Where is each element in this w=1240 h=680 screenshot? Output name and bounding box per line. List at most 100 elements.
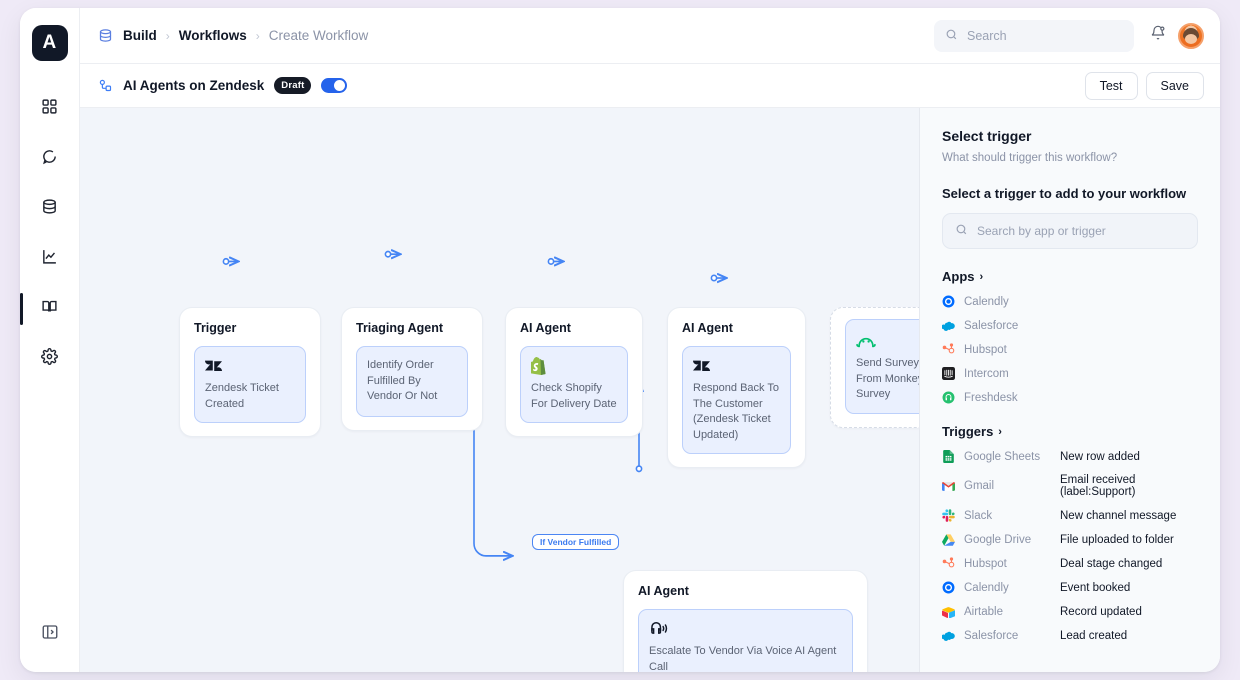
triggers-section-header[interactable]: Triggers › — [942, 424, 1198, 439]
node-chip-text: Identify Order Fulfilled By Vendor Or No… — [367, 359, 438, 402]
airtable-icon — [942, 605, 955, 618]
breadcrumb-separator: › — [255, 28, 260, 43]
trigger-description: New row added — [1060, 450, 1140, 463]
breadcrumb: Build › Workflows › Create Workflow — [123, 28, 368, 43]
node-chip-text: Escalate To Vendor Via Voice AI Agent Ca… — [649, 645, 837, 672]
panel-expand-button[interactable] — [32, 618, 68, 650]
notification-bell-icon — [1150, 25, 1166, 46]
app-name: Hubspot — [964, 343, 1007, 356]
trigger-app-name: Slack — [964, 509, 993, 522]
trigger-list-item-google-drive[interactable]: Google Drive File uploaded to folder — [942, 533, 1198, 546]
node-chip[interactable]: Identify Order Fulfilled By Vendor Or No… — [356, 346, 468, 417]
node-chip-text: Send Survey From Monkey Survey — [856, 357, 920, 400]
gmail-icon — [942, 480, 955, 493]
sidebar-item-analytics[interactable] — [32, 243, 68, 275]
test-button[interactable]: Test — [1084, 71, 1138, 100]
zendesk-icon — [693, 356, 780, 375]
trigger-search-input[interactable]: Search by app or trigger — [942, 213, 1198, 249]
google-drive-icon — [942, 533, 955, 546]
sidebar-item-database[interactable] — [32, 193, 68, 225]
salesforce-icon — [942, 319, 955, 332]
main-area: Build › Workflows › Create Workflow Sear… — [80, 8, 1220, 672]
zendesk-icon — [205, 356, 295, 375]
trigger-list-item-gmail[interactable]: Gmail Email received (label:Support) — [942, 474, 1198, 498]
sidebar-item-settings[interactable] — [32, 343, 68, 375]
apps-section-header[interactable]: Apps › — [942, 269, 1198, 284]
workflow-node-ai-agent-zendesk-respond[interactable]: AI Agent Respond Back To The Customer (Z… — [667, 307, 806, 468]
apps-label: Apps — [942, 269, 975, 284]
workflow-node-trigger[interactable]: Trigger Zendesk Ticket Created — [179, 307, 321, 437]
node-title: AI Agent — [638, 584, 689, 598]
node-chip-text: Respond Back To The Customer (Zendesk Ti… — [693, 382, 780, 441]
chevron-right-icon: › — [979, 270, 984, 283]
global-search-placeholder: Search — [967, 28, 1007, 43]
trigger-description: Deal stage changed — [1060, 557, 1163, 570]
trigger-app-name: Google Sheets — [964, 450, 1041, 463]
user-avatar[interactable] — [1178, 22, 1204, 49]
save-button[interactable]: Save — [1145, 71, 1204, 100]
node-chip-text: Zendesk Ticket Created — [205, 382, 279, 410]
sidebar-item-library[interactable] — [20, 293, 68, 325]
search-icon — [945, 28, 958, 44]
trigger-description: Email received (label:Support) — [1060, 474, 1136, 498]
workflow-node-send-survey[interactable]: Send Survey From Monkey Survey — [830, 307, 920, 428]
app-logo[interactable]: A — [31, 25, 68, 61]
app-list-item-calendly[interactable]: Calendly — [942, 295, 1198, 308]
google-sheets-icon — [942, 450, 955, 463]
analytics-icon — [41, 248, 58, 270]
workflow-node-ai-agent-voice-escalate[interactable]: AI Agent Escalate To Vendor Via Voice AI… — [623, 570, 868, 672]
global-search-input[interactable]: Search — [934, 19, 1134, 52]
left-nav-rail: A — [20, 8, 80, 672]
node-chip[interactable]: Escalate To Vendor Via Voice AI Agent Ca… — [638, 609, 853, 672]
trigger-list-item-hubspot[interactable]: Hubspot Deal stage changed — [942, 557, 1198, 570]
trigger-list-item-airtable[interactable]: Airtable Record updated — [942, 605, 1198, 618]
library-icon — [41, 298, 58, 320]
breadcrumb-item-create-workflow[interactable]: Create Workflow — [268, 28, 369, 43]
slack-icon — [942, 509, 955, 522]
breadcrumb-root-icon — [98, 28, 113, 43]
workspace: Trigger Zendesk Ticket Created — [80, 108, 1220, 672]
breadcrumb-item-workflows[interactable]: Workflows — [178, 28, 247, 43]
trigger-description: Lead created — [1060, 629, 1128, 642]
workflow-node-triaging-agent[interactable]: Triaging Agent Identify Order Fulfilled … — [341, 307, 483, 431]
node-chip[interactable]: Send Survey From Monkey Survey — [845, 319, 920, 414]
shopify-icon — [531, 356, 617, 375]
app-list-item-freshdesk[interactable]: Freshdesk — [942, 391, 1198, 404]
workflow-node-ai-agent-shopify[interactable]: AI Agent Check Shopify For Delivery Date — [505, 307, 643, 437]
trigger-app-name: Airtable — [964, 605, 1003, 618]
trigger-description: Record updated — [1060, 605, 1142, 618]
node-chip[interactable]: Check Shopify For Delivery Date — [520, 346, 628, 423]
hubspot-icon — [942, 557, 955, 570]
trigger-app-name: Gmail — [964, 480, 995, 492]
node-chip[interactable]: Respond Back To The Customer (Zendesk Ti… — [682, 346, 791, 454]
database-icon — [41, 198, 58, 220]
voice-call-icon — [649, 619, 842, 638]
app-window: A — [20, 8, 1220, 672]
node-title: Trigger — [194, 321, 237, 335]
trigger-list-item-slack[interactable]: Slack New channel message — [942, 509, 1198, 522]
status-badge-draft: Draft — [274, 77, 312, 94]
trigger-list-item-calendly[interactable]: Calendly Event booked — [942, 581, 1198, 594]
app-list-item-salesforce[interactable]: Salesforce — [942, 319, 1198, 332]
breadcrumb-item-build[interactable]: Build — [123, 28, 157, 43]
workflow-canvas[interactable]: Trigger Zendesk Ticket Created — [80, 108, 920, 672]
trigger-list-item-google-sheets[interactable]: Google Sheets New row added — [942, 450, 1198, 463]
trigger-app-name: Calendly — [964, 581, 1009, 594]
app-list-item-hubspot[interactable]: Hubspot — [942, 343, 1198, 356]
hubspot-icon — [942, 343, 955, 356]
intercom-icon — [942, 367, 955, 380]
app-list-item-intercom[interactable]: Intercom — [942, 367, 1198, 380]
notification-bell-button[interactable] — [1150, 25, 1166, 46]
trigger-app-name: Hubspot — [964, 557, 1007, 570]
panel-section-title: Select a trigger to add to your workflow — [942, 186, 1187, 201]
trigger-list-item-salesforce[interactable]: Salesforce Lead created — [942, 629, 1198, 642]
workflow-enable-toggle[interactable] — [321, 78, 348, 93]
workflow-title: AI Agents on Zendesk — [123, 78, 265, 93]
salesforce-icon — [942, 629, 955, 642]
triggers-label: Triggers — [942, 424, 994, 439]
node-chip[interactable]: Zendesk Ticket Created — [194, 346, 306, 423]
sidebar-item-dashboard[interactable] — [32, 93, 68, 125]
sidebar-item-chat[interactable] — [32, 143, 68, 175]
edge-condition-label[interactable]: If Vendor Fulfilled — [532, 534, 620, 550]
rail-icon-list — [20, 93, 79, 375]
